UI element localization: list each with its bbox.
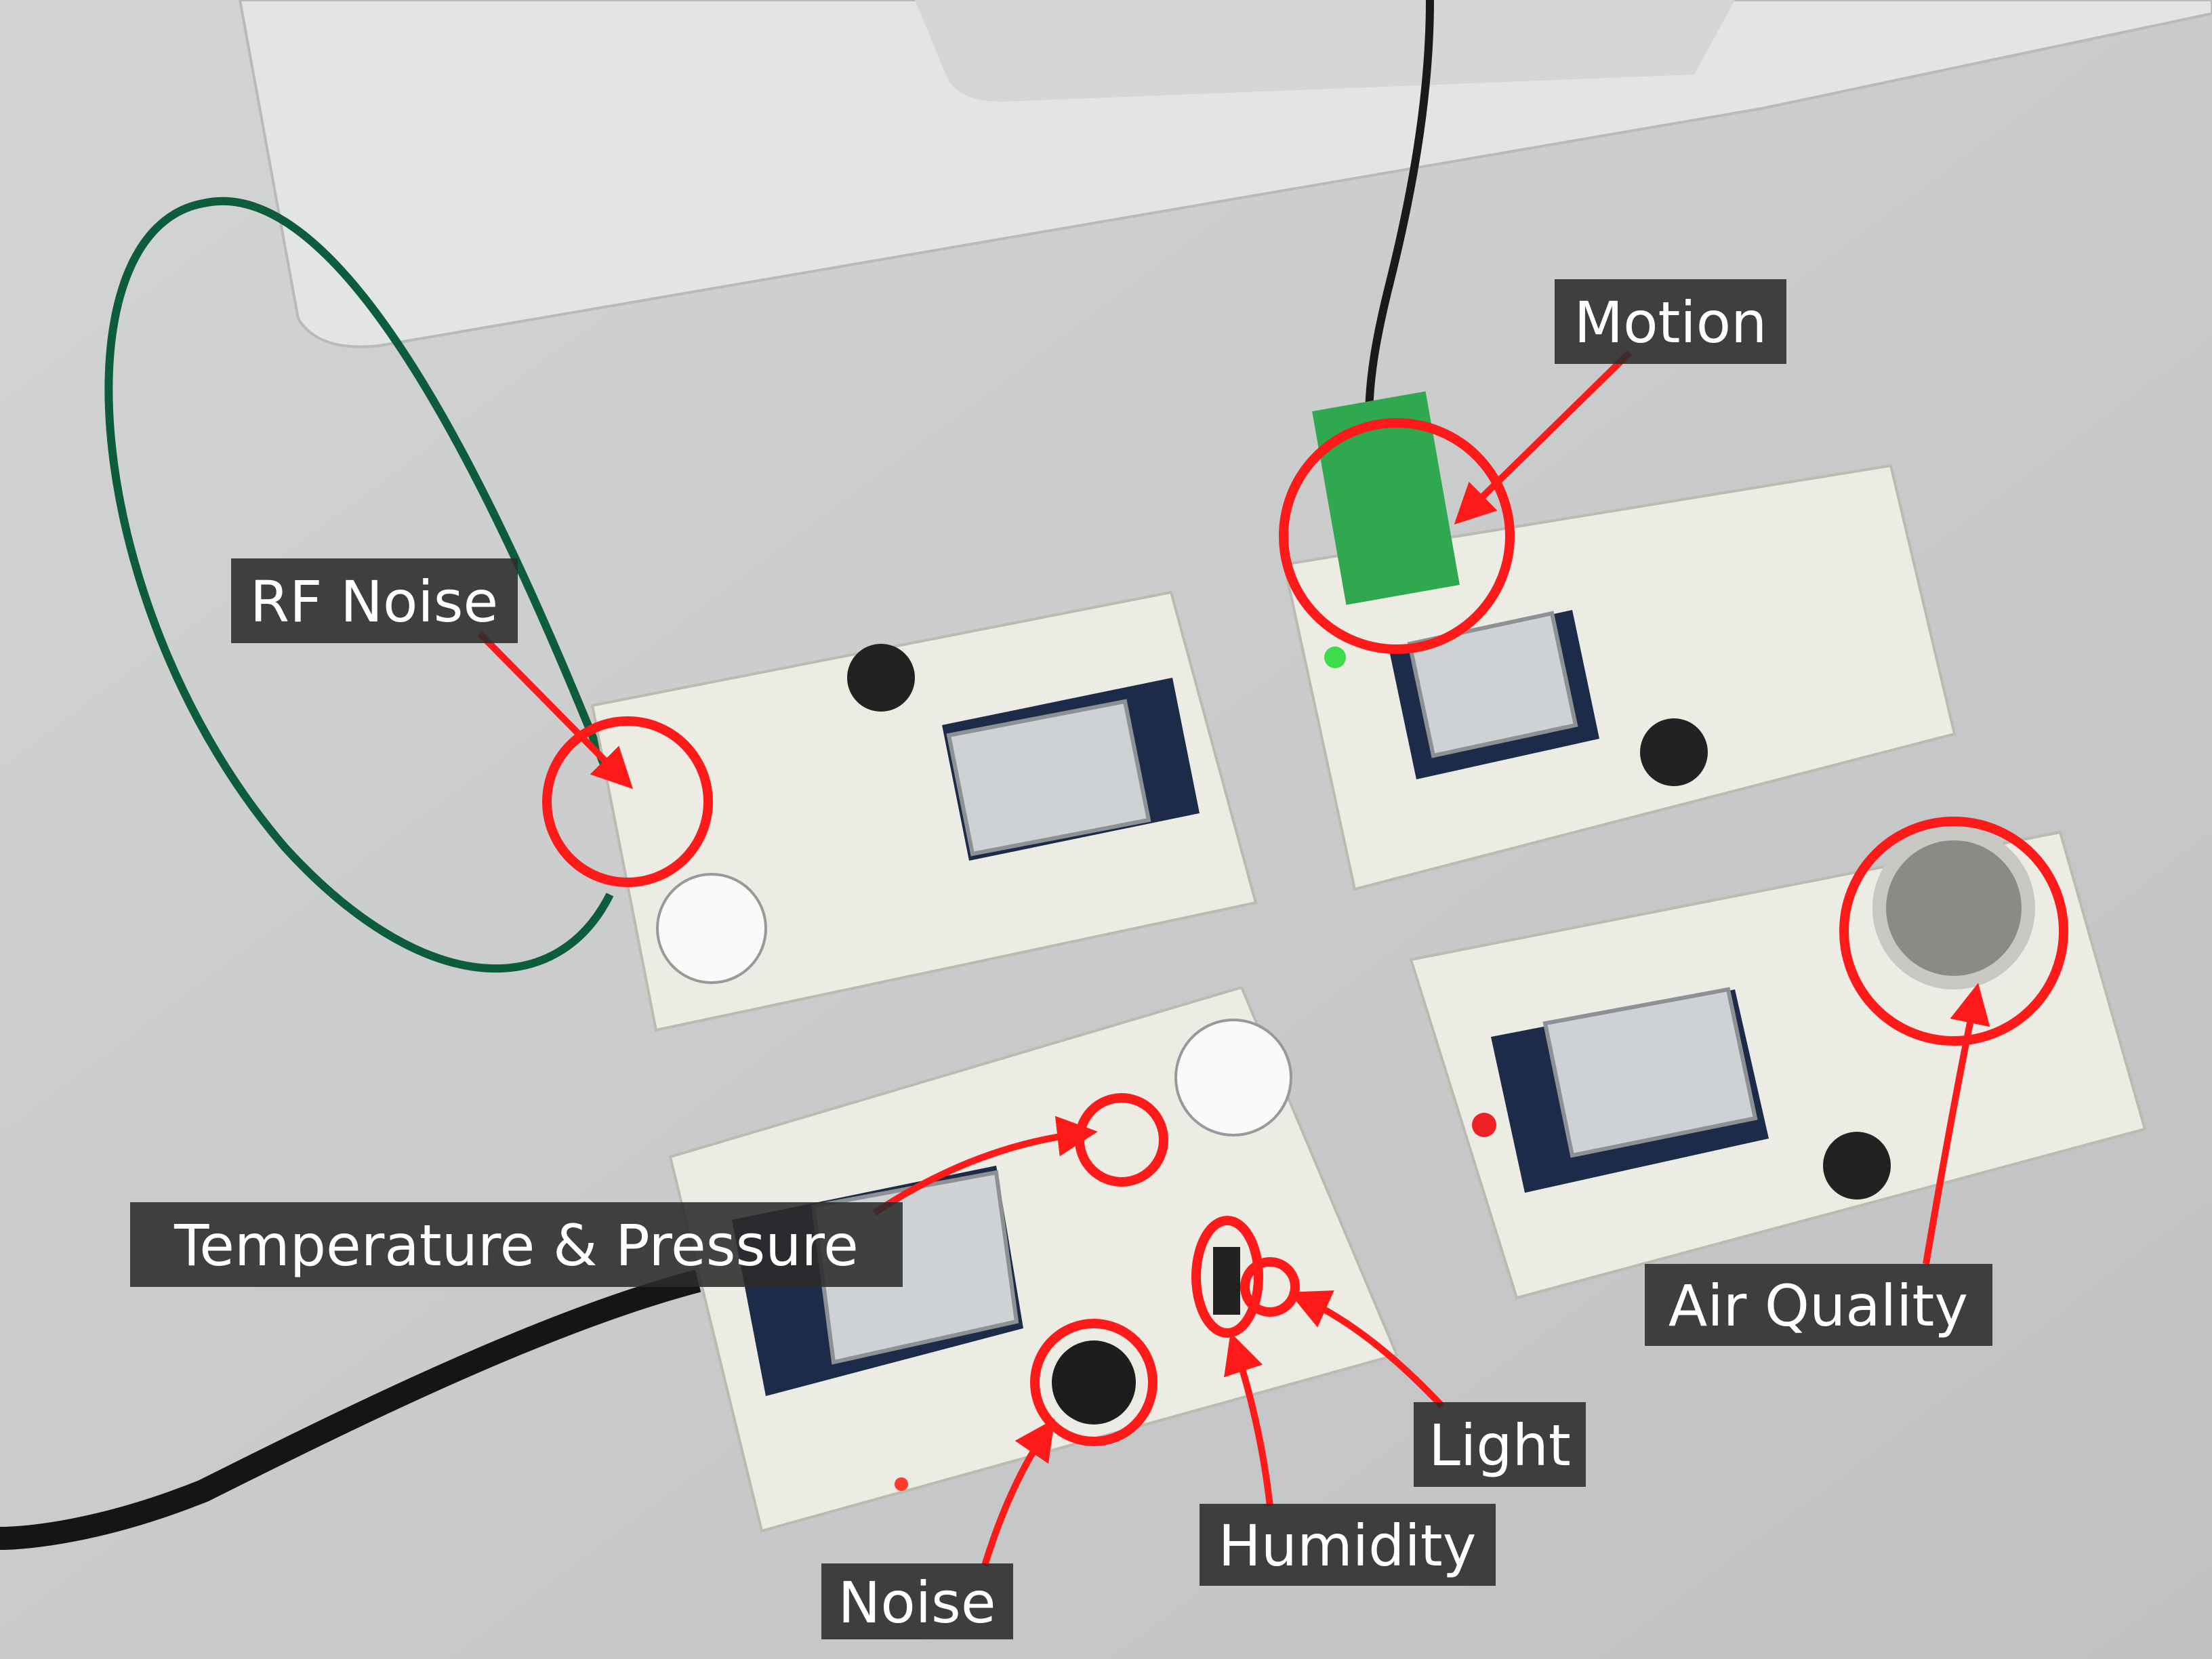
- motion-connector: [1312, 391, 1460, 605]
- label-rf-noise: RF Noise: [250, 569, 498, 635]
- annotation-noise: Noise: [821, 1319, 1158, 1639]
- laptop: [238, 0, 2212, 348]
- annotation-rf-noise: RF Noise: [231, 558, 713, 887]
- motion-ring: [1279, 418, 1515, 654]
- label-light: Light: [1429, 1412, 1571, 1479]
- annotation-temperature-pressure: Temperature & Pressure: [130, 1093, 1168, 1287]
- sensor-board-air-quality: [1409, 827, 2147, 1300]
- annotation-light: Light: [1240, 1257, 1586, 1487]
- annotation-humidity: Humidity: [1191, 1216, 1496, 1586]
- label-noise: Noise: [838, 1570, 996, 1636]
- gas-sensor: [1872, 827, 2035, 989]
- motion-sensor-wire: [1365, 0, 1434, 421]
- rf-noise-arrow: [477, 631, 634, 790]
- label-motion: Motion: [1574, 289, 1767, 356]
- noise-arrow: [981, 1418, 1055, 1567]
- noise-ring: [1030, 1319, 1158, 1446]
- green-antenna-wire: [104, 197, 614, 973]
- label-air-quality: Air Quality: [1668, 1273, 1968, 1339]
- light-ring: [1240, 1257, 1300, 1317]
- rf-noise-ring: [542, 716, 713, 887]
- sensor-board-motion: [1282, 391, 1957, 891]
- annotation-motion: Motion: [1279, 279, 1786, 654]
- label-temperature-pressure: Temperature & Pressure: [173, 1212, 859, 1279]
- humidity-arrow: [1224, 1332, 1273, 1507]
- label-humidity: Humidity: [1218, 1513, 1477, 1579]
- motion-arrow: [1454, 350, 1633, 525]
- light-arrow: [1288, 1290, 1445, 1409]
- annotation-air-quality: Air Quality: [1645, 817, 2068, 1346]
- air-quality-arrow: [1923, 983, 1990, 1265]
- temperature-pressure-arrow: [872, 1115, 1098, 1216]
- sensor-board-rf: [590, 590, 1258, 1032]
- usb-cable: [0, 1269, 701, 1550]
- air-quality-ring: [1839, 817, 2068, 1046]
